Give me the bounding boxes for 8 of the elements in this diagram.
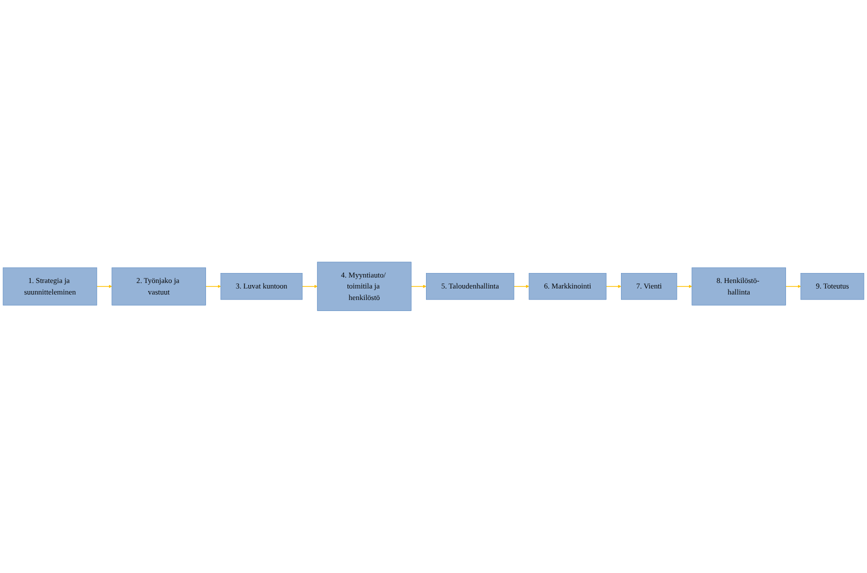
arrow [205,284,221,288]
arrow [514,284,530,288]
arrow [606,284,622,288]
arrow [785,284,801,288]
arrow [302,284,318,288]
arrow [410,284,426,288]
arrow [676,284,692,288]
arrow [96,284,112,288]
